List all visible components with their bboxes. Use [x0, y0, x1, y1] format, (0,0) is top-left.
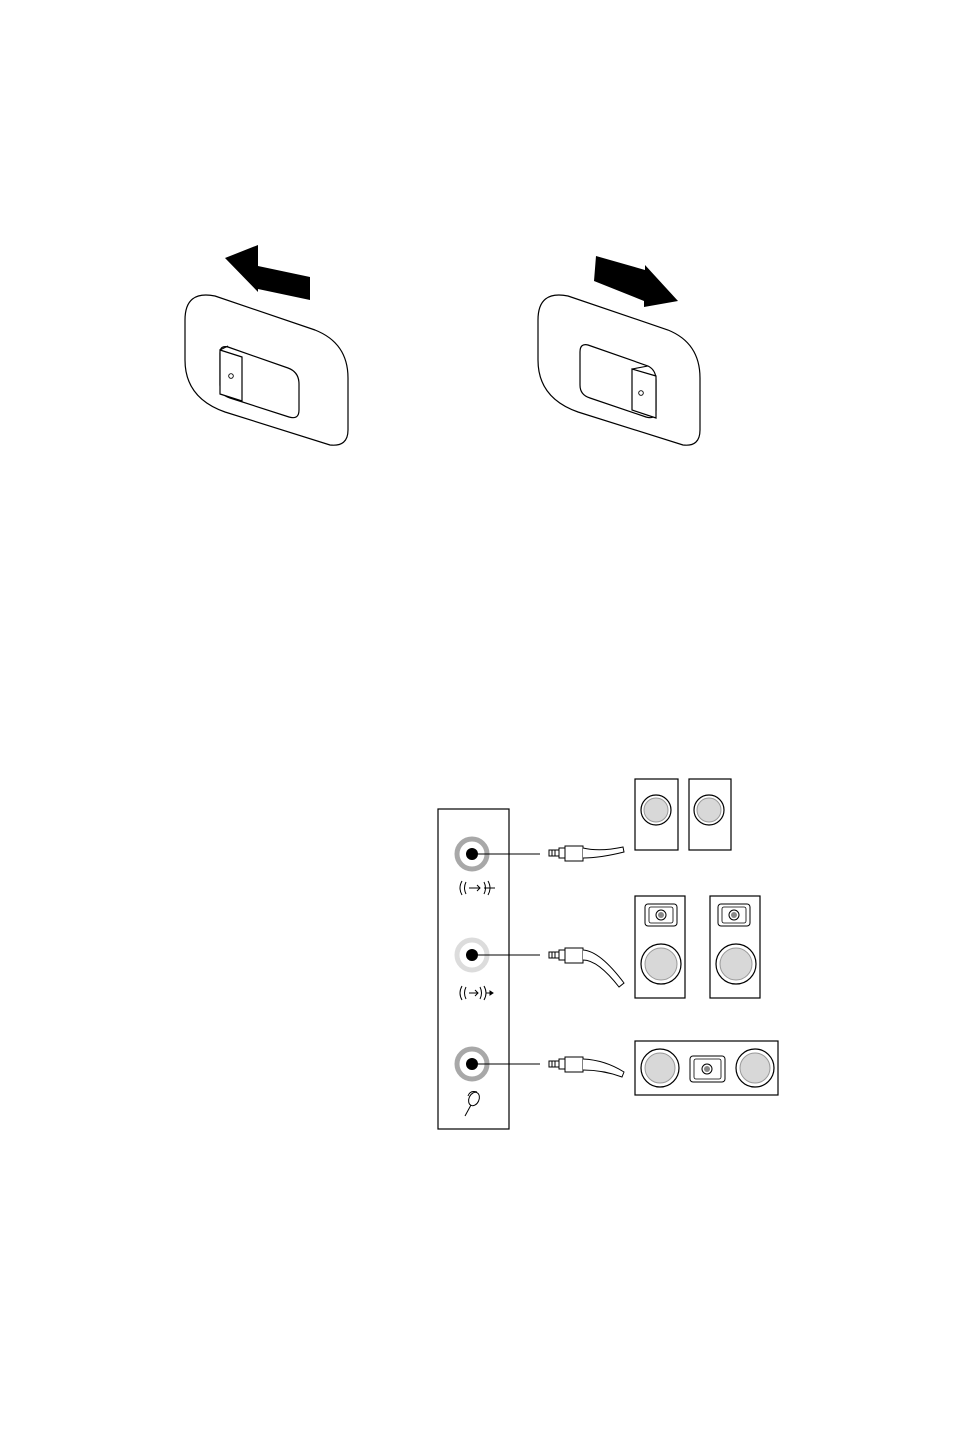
speaker-icon	[635, 779, 678, 850]
right-arrow-icon	[594, 256, 678, 307]
audio-connection-diagram	[0, 760, 954, 1160]
audio-plug-2	[549, 948, 624, 987]
audio-plug-1	[549, 846, 624, 861]
switch-diagram	[0, 0, 954, 520]
speaker-icon	[635, 1041, 778, 1095]
speaker-icon	[710, 896, 760, 998]
switch-diagram-svg	[0, 0, 954, 520]
speaker-icon	[689, 779, 731, 850]
left-arrow-icon	[225, 245, 310, 300]
audio-plug-3	[549, 1057, 624, 1077]
speaker-icon	[635, 896, 685, 998]
audio-connection-svg	[0, 760, 954, 1160]
